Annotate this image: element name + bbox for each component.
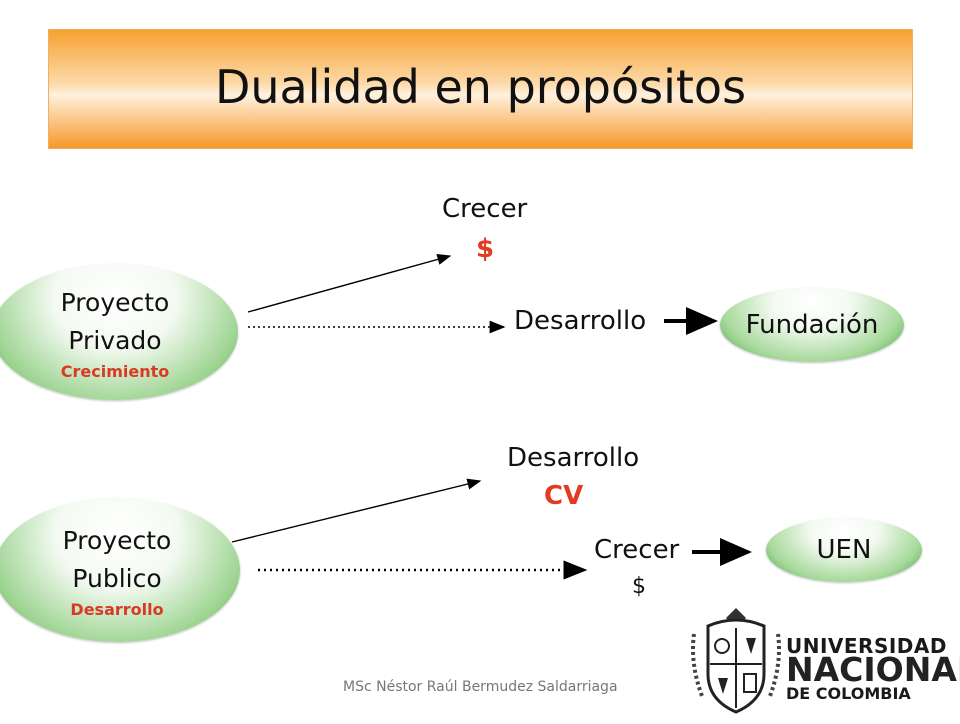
node-proyecto-publico: Proyecto Publico Desarrollo — [0, 498, 240, 642]
node-sublabel: Desarrollo — [70, 599, 164, 619]
footer-author: MSc Néstor Raúl Bermudez Saldarriaga — [343, 679, 618, 695]
label-crecer-top: Crecer — [442, 194, 528, 224]
coat-of-arms-icon — [691, 608, 781, 714]
node-sublabel: Crecimiento — [60, 361, 170, 381]
logo-line2: NACIONAL — [786, 650, 960, 689]
symbol-cv-bottom: CV — [544, 481, 584, 511]
label-desarrollo-bottom: Desarrollo — [507, 443, 640, 473]
slide-title: Dualidad en propósitos — [214, 60, 747, 114]
arrow-top-up — [247, 253, 452, 313]
title-banner: Dualidad en propósitos — [48, 29, 913, 149]
node-label-line1: Proyecto — [62, 525, 172, 555]
node-label-line2: Publico — [72, 563, 162, 593]
logo-line1: UNIVERSIDAD — [786, 634, 947, 658]
node-uen: UEN — [766, 518, 922, 582]
university-logo: UNIVERSIDAD NACIONAL DE COLOMBIA — [688, 604, 960, 720]
symbol-dollar-bottom: $ — [632, 574, 646, 599]
symbol-dollar-top: $ — [476, 234, 495, 264]
label-crecer-bottom: Crecer — [594, 535, 680, 565]
node-label-line2: Privado — [68, 325, 162, 355]
node-label-line1: Proyecto — [60, 287, 170, 317]
node-fundacion: Fundación — [720, 288, 904, 362]
logo-line3: DE COLOMBIA — [786, 684, 911, 703]
label-desarrollo-top: Desarrollo — [514, 306, 647, 336]
arrow-bottom-up — [231, 478, 482, 543]
node-proyecto-privado: Proyecto Privado Crecimiento — [0, 264, 238, 400]
